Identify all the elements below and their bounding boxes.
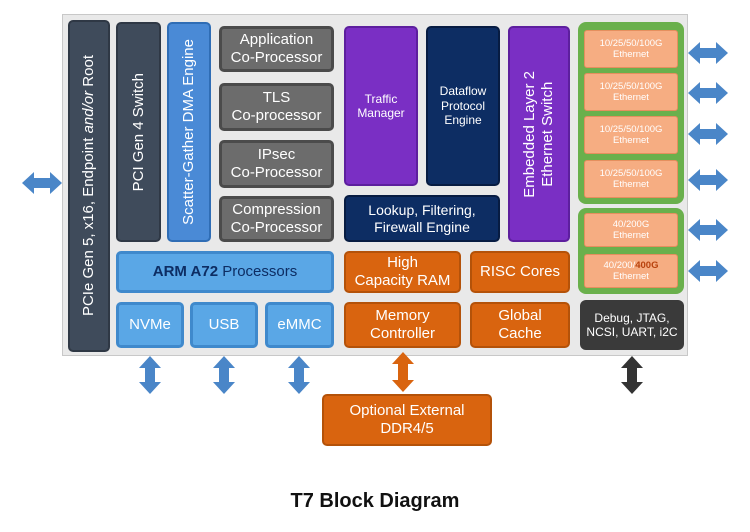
emmc-arrow-icon [288,356,310,394]
ethernet-arrow-3-icon [688,123,728,145]
nvme-block: NVMe [116,302,184,348]
ethernet-arrow-5-icon [688,219,728,241]
pci-gen4-switch: PCI Gen 4 Switch [116,22,161,242]
emmc-block: eMMC [265,302,334,348]
layer2-ethernet-switch: Embedded Layer 2 Ethernet Switch [508,26,570,242]
ethernet-arrow-1-icon [688,42,728,64]
risc-cores: RISC Cores [470,251,570,293]
diagram-caption: T7 Block Diagram [290,490,460,512]
ethernet-arrow-2-icon [688,82,728,104]
ethernet-arrow-4-icon [688,169,728,191]
dma-engine: Scatter-Gather DMA Engine [167,22,211,242]
debug-arrow-icon [621,356,643,394]
ddr-arrow-icon [392,352,414,392]
usb-block: USB [190,302,258,348]
nvme-arrow-icon [139,356,161,394]
usb-arrow-icon [213,356,235,394]
pcie-block: PCIe Gen 5, x16, Endpoint and/or Root [68,20,110,352]
ethernet-arrow-6-icon [688,260,728,282]
pcie-double-arrow-icon [22,172,62,194]
lookup-filtering-firewall-engine: Lookup, Filtering,Firewall Engine [344,195,500,242]
arm-a72-processors: ARM A72 Processors [116,251,334,293]
debug-jtag-block: Debug, JTAG,NCSI, UART, i2C [580,300,684,350]
